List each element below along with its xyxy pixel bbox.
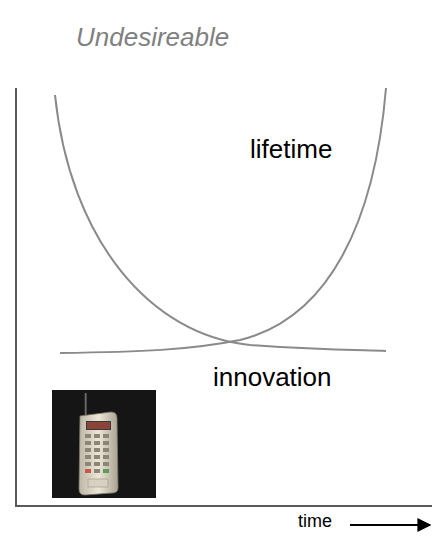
diagram-title: Undesireable xyxy=(76,22,229,53)
axis-label: time xyxy=(298,511,332,532)
curve-label: innovation xyxy=(213,362,332,393)
x-axis xyxy=(15,505,432,507)
y-axis xyxy=(15,88,17,506)
innovation-curve xyxy=(55,95,386,351)
curve-label: lifetime xyxy=(250,134,332,165)
time-arrow xyxy=(350,524,430,526)
phone-illustration xyxy=(52,390,156,498)
lifetime-curve xyxy=(60,88,386,353)
